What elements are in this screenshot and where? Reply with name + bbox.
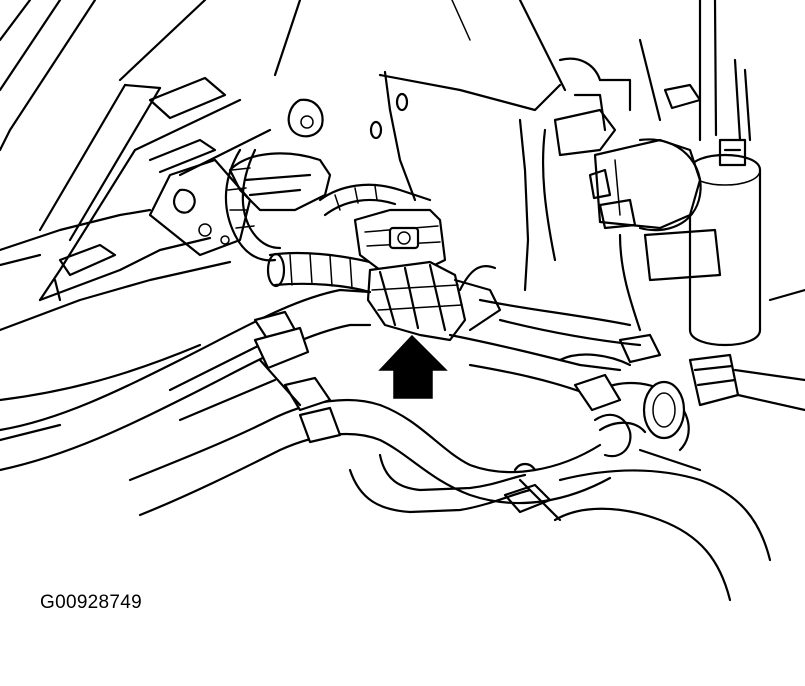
left-frame-panels — [0, 0, 272, 332]
arrow-up-icon — [378, 334, 448, 399]
firewall-panel — [118, 0, 567, 292]
elbow-hose-clamp — [558, 288, 805, 472]
figure-id-label: G00928749 — [40, 592, 143, 613]
vacuum-canister — [638, 0, 762, 346]
solenoid-valve — [541, 57, 702, 332]
electrical-connector — [353, 208, 502, 342]
coolant-hoses — [0, 288, 772, 602]
wiring-harness — [224, 148, 432, 294]
left-hose-clamps — [0, 310, 342, 444]
